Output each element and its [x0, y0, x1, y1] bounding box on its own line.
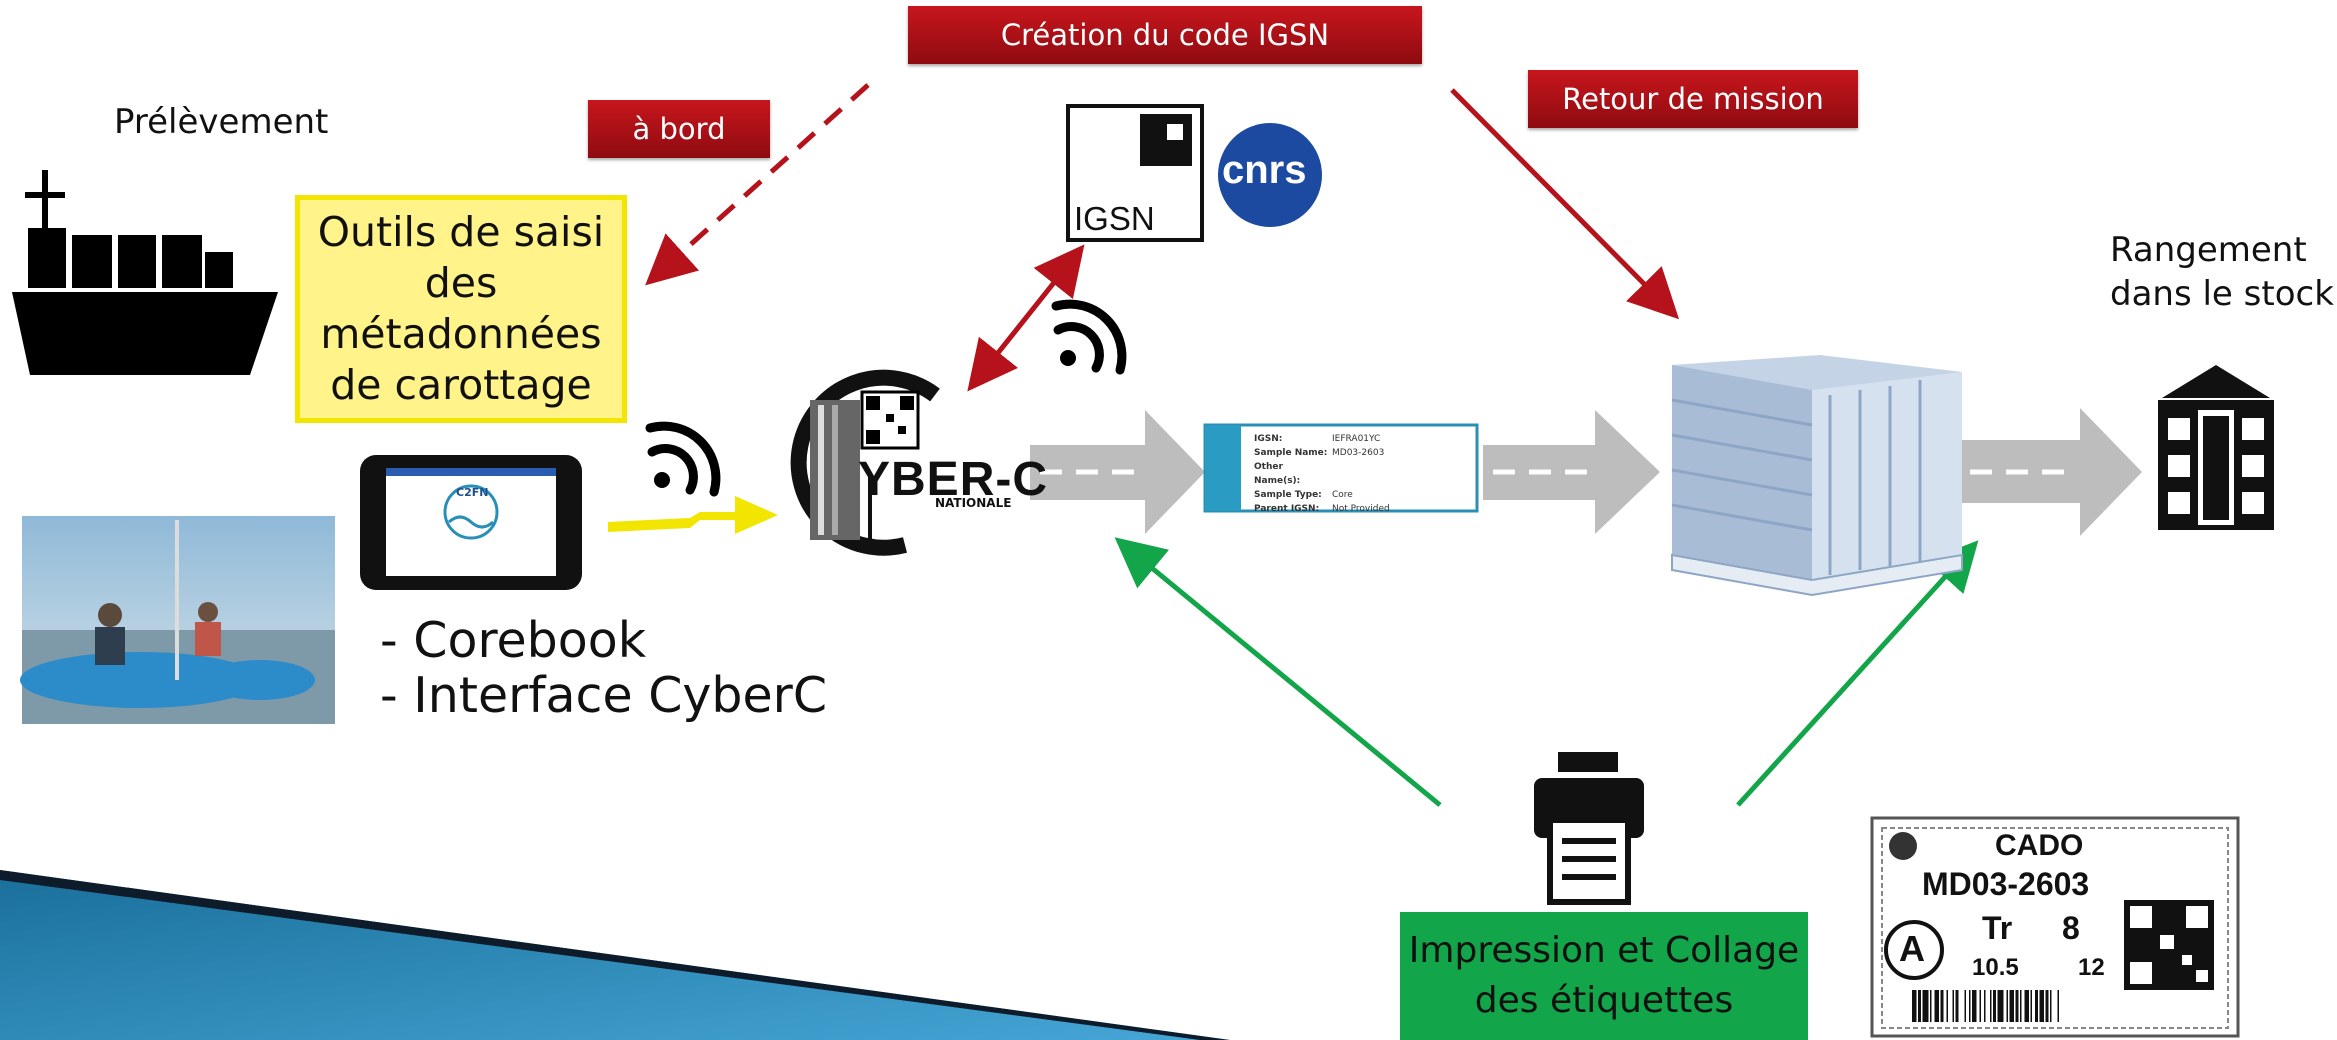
- barcode-bar: [2024, 990, 2029, 1022]
- sample-card-key: Parent IGSN:: [1254, 504, 1320, 514]
- gray-flow-arrow-1: [1030, 410, 1205, 534]
- igsn-logo: [1066, 104, 1204, 242]
- cyberc-logo-subtext: NATIONALE: [935, 496, 1012, 510]
- cyberc-logo: [790, 369, 940, 556]
- core-label-card: [1870, 816, 2240, 1038]
- barcode-bar: [1912, 990, 1917, 1022]
- cnrs-logo: [1218, 123, 1322, 227]
- sample-card-row: Other Name(s):: [1254, 460, 1469, 488]
- barcode-bar: [1972, 990, 1977, 1022]
- green-arrow-to-cyberc: [1114, 537, 1442, 807]
- retour-mission-box: Retour de mission: [1528, 70, 1858, 128]
- barcode-bar: [2015, 990, 2019, 1022]
- rangement-label: Rangement dans le stock: [2110, 230, 2334, 314]
- sample-card-rows: IGSN: IEFRA01YC Sample Name: MD03-2603 Oth…: [1254, 432, 1469, 516]
- core-label-tr: Tr: [1982, 910, 2013, 946]
- printing-label: Impression et Collage des étiquettes: [1408, 930, 1800, 1021]
- core-label-code: MD03-2603: [1922, 866, 2090, 902]
- barcode-bar: [2035, 990, 2038, 1022]
- sample-card-value: MD03-2603: [1332, 448, 1385, 458]
- corner-band-decoration: [0, 870, 1230, 1040]
- barcode-bar: [1990, 990, 1992, 1022]
- tools-box: Outils de saisi des métadonnées de carot…: [295, 195, 627, 423]
- core-label-letter: A: [1899, 928, 1925, 969]
- tablet-device: [360, 455, 582, 590]
- wifi-icon-tablet: [645, 421, 721, 497]
- barcode-bar: [1979, 990, 1981, 1022]
- core-label-from: 10.5: [1972, 954, 2019, 981]
- core-stack-pallet: [1671, 355, 1963, 597]
- arrow-retour-mission: [1450, 88, 1680, 320]
- sample-card-value: Core: [1332, 490, 1353, 500]
- barcode-bar: [1918, 990, 1921, 1022]
- barcode-bar: [2057, 990, 2059, 1022]
- barcode-bar: [1952, 990, 1954, 1022]
- sample-card: [1203, 423, 1479, 513]
- barcode-bar: [1993, 990, 1996, 1022]
- core-label-title: CADO: [1995, 829, 2084, 862]
- wifi-icon-cyberc: [1051, 299, 1127, 375]
- arrow-cyberc-igsn: [967, 244, 1085, 392]
- boat-photo: [20, 516, 335, 724]
- a-bord-label: à bord: [632, 112, 726, 146]
- barcode-bar: [1984, 990, 1986, 1022]
- barcode-bar: [2006, 990, 2008, 1022]
- barcode-bar: [1955, 990, 1959, 1022]
- barcode-bar: [2045, 990, 2049, 1022]
- barcode-bar: [2050, 990, 2052, 1022]
- prelevement-label: Prélèvement: [114, 102, 329, 142]
- retour-mission-label: Retour de mission: [1562, 82, 1824, 116]
- gray-flow-arrow-2: [1483, 410, 1660, 534]
- tool-item-cyberc: - Interface CyberC: [380, 667, 828, 724]
- barcode-bar: [1934, 990, 1939, 1022]
- printing-box: Impression et Collage des étiquettes: [1400, 912, 1808, 1040]
- dashed-arrow-to-tools: [645, 83, 870, 286]
- sample-card-key: Sample Name:: [1254, 448, 1328, 458]
- warehouse-icon: [2158, 365, 2274, 530]
- sample-card-value: IEFRA01YC: [1332, 434, 1381, 444]
- barcode-bar: [2009, 990, 2014, 1022]
- barcode-bar: [1969, 990, 1971, 1022]
- sample-card-row: Sample Type: Core: [1254, 488, 1469, 502]
- gray-flow-arrow-3: [1962, 408, 2142, 536]
- sample-card-row: Sample Name: MD03-2603: [1254, 446, 1469, 460]
- printer-icon: [1534, 752, 1644, 905]
- sample-card-value: Not Provided: [1332, 504, 1390, 514]
- creation-code-label: Création du code IGSN: [1000, 18, 1330, 52]
- a-bord-box: à bord: [588, 100, 770, 158]
- barcode-bar: [1922, 990, 1929, 1022]
- igsn-logo-text: IGSN: [1074, 200, 1155, 237]
- barcode-bar: [2030, 990, 2032, 1022]
- ship-icon: [12, 170, 278, 375]
- barcode-bar: [1940, 990, 1944, 1022]
- sample-card-key: Other Name(s):: [1254, 462, 1301, 486]
- core-label-tr-value: 8: [2062, 910, 2080, 946]
- barcode-bar: [1946, 990, 1948, 1022]
- barcode-bar: [1964, 990, 1966, 1022]
- creation-code-box: Création du code IGSN: [908, 6, 1422, 64]
- tool-item-corebook: - Corebook: [380, 612, 647, 669]
- tablet-title: C2FN: [456, 486, 489, 499]
- barcode-bar: [2020, 990, 2022, 1022]
- sample-card-key: Sample Type:: [1254, 490, 1322, 500]
- yellow-arrow-tablet-cyberc: [608, 496, 778, 534]
- barcode-bar: [2039, 990, 2044, 1022]
- barcode-bar: [1930, 990, 1932, 1022]
- core-label-to: 12: [2078, 954, 2105, 981]
- cyberc-logo-text: YBER-C: [858, 453, 1049, 506]
- barcode-bar: [1997, 990, 2004, 1022]
- green-arrow-to-stock: [1736, 540, 1979, 807]
- sample-card-key: IGSN:: [1254, 434, 1283, 444]
- sample-card-row: IGSN: IEFRA01YC: [1254, 432, 1469, 446]
- tools-box-text: Outils de saisi des métadonnées de carot…: [317, 208, 605, 409]
- sample-card-row: Parent IGSN: Not Provided: [1254, 502, 1469, 516]
- cnrs-logo-text: cnrs: [1222, 148, 1307, 192]
